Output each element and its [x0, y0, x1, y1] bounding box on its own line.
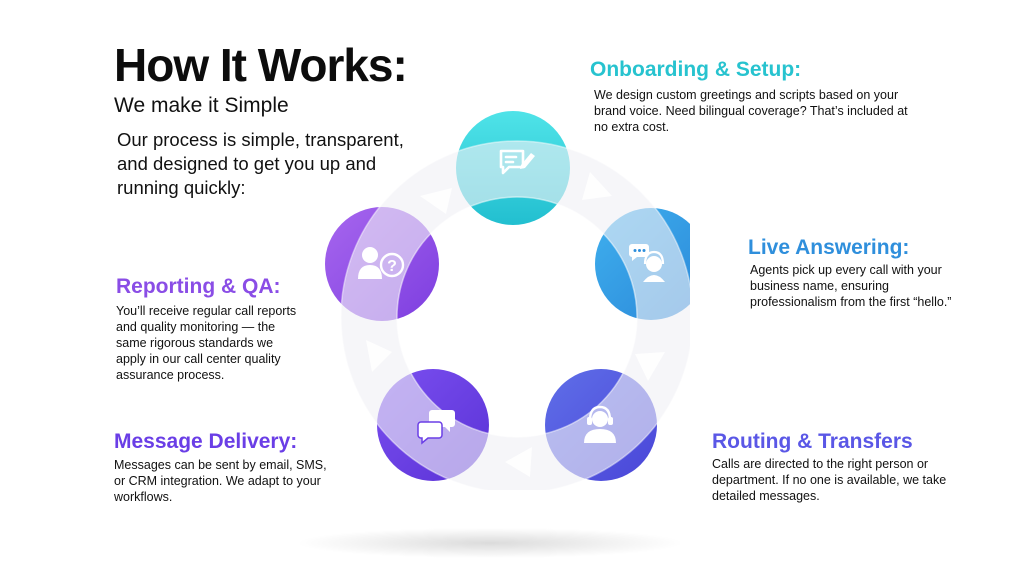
step-desc-message-delivery: Messages can be sent by email, SMS, or C…: [114, 458, 327, 504]
step-title-onboarding: Onboarding & Setup:: [590, 58, 802, 81]
step-desc-live-answering: Agents pick up every call with your busi…: [750, 263, 952, 309]
cycle-arrow-5: [420, 188, 452, 214]
cycle-arrow-1: [582, 172, 612, 200]
cycle-arrow-2: [635, 352, 665, 381]
ring-inner-edge: [396, 196, 638, 438]
chat-bubbles-icon: [417, 410, 455, 445]
step-desc-onboarding: We design custom greetings and scripts b…: [594, 88, 908, 134]
step-title-live-answering: Live Answering:: [748, 236, 910, 259]
svg-text:?: ?: [387, 258, 397, 275]
intro-text: Our process is simple, transparent, and …: [117, 129, 404, 198]
headset-agent-icon: [584, 405, 616, 443]
step-desc-reporting: You’ll receive regular call reports and …: [116, 304, 297, 382]
page-subtitle: We make it Simple: [114, 94, 289, 117]
diagram-shadow: [300, 528, 680, 558]
cycle-arrow-3: [505, 447, 532, 477]
step-title-routing: Routing & Transfers: [712, 430, 913, 453]
step-title-message-delivery: Message Delivery:: [114, 430, 298, 453]
step-desc-routing: Calls are directed to the right person o…: [712, 457, 947, 503]
page-title: How It Works:: [114, 39, 408, 91]
cycle-arrow-4: [366, 340, 392, 372]
person-question-icon: ?: [358, 247, 405, 279]
document-edit-icon: [499, 149, 535, 175]
ring-outer-edge: [340, 140, 690, 490]
step-title-reporting: Reporting & QA:: [116, 275, 281, 298]
agent-chat-icon: [629, 244, 665, 282]
process-cycle-diagram: ?: [325, 111, 690, 490]
